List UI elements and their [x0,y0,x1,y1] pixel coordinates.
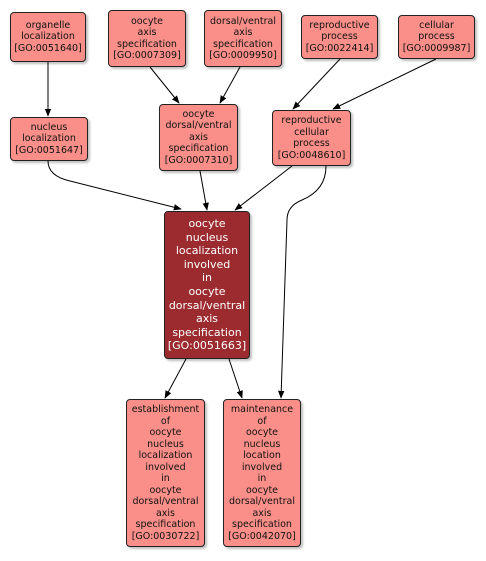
node-label-line: oocyte [149,484,182,496]
node-label-line: [GO:0051647] [15,144,83,156]
node-label-line: process [418,31,455,43]
node-label-line: axis [233,27,253,38]
node-label-line: nucleus [30,121,68,133]
node-label-line: axis [137,27,157,38]
edge-n4-n8 [292,58,341,110]
node-label-line: [GO:0007309] [113,50,181,61]
node-label-line: reproductive [281,115,342,126]
node-label-line: [GO:0042070] [228,530,296,542]
node-label-line: dorsal/ventral [229,496,295,507]
node-label-line: localization [175,244,239,258]
node-label-line: in [257,473,267,484]
node-label-line: [GO:0051640] [14,42,82,54]
node-label-line: dorsal/ventral [168,298,246,312]
node-label-line: axis [195,312,219,326]
node-label-line: [GO:0051663] [167,339,247,353]
node-label-line: [GO:0030722] [131,530,200,542]
edge-n9-n11 [228,358,243,399]
edge-n3-n7 [219,66,241,104]
node-label-line: involved [145,461,186,473]
node-label-line: oocyte [245,484,279,496]
node-label-line: oocyte [149,427,182,438]
node-label-line: specification [232,519,292,530]
node-label-line: dorsal/ventral [132,496,199,507]
node-label-line: specification [117,38,177,50]
node-label-line: process [293,138,330,149]
node-label-line: nucleus [185,230,229,244]
node-label-line: oocyte [245,427,279,438]
node-label-line: involved [241,461,283,473]
node-label-line: [GO:0022414] [305,42,374,54]
node-label-line: organelle [25,19,71,31]
node-label-line: specification [135,519,196,530]
edge-n7-n9 [199,170,209,211]
node-label-line: nucleus [243,438,281,450]
node-label-line: in [161,473,170,484]
edge-n8-n9 [234,165,293,211]
node-label-line: of [257,415,267,427]
node-label-line: [GO:0048610] [277,149,346,161]
node-label-line: in [201,271,213,285]
node-label-line: localization [138,450,193,461]
node-label-line: specification [172,325,242,339]
node-label-line: oocyte [188,285,226,298]
node-label-line: localization [21,31,75,43]
node-label-line: reproductive [309,19,370,31]
node-label-line: axis [252,507,272,519]
node-label-line: [GO:0009987] [402,42,471,54]
node-label-line: dorsal/ventral [165,120,232,132]
edge-n2-n7 [149,66,180,104]
node-label-line: cellular [294,126,329,138]
node-label-line: maintenance [230,404,294,415]
node-label-line: establishment [131,404,200,415]
node-label-line: nucleus [147,438,184,450]
node-label-line: location [243,450,281,461]
node-label-line: cellular [419,19,454,31]
node-label-line: [GO:0007310] [164,154,233,166]
edge-n5-n8 [332,58,437,110]
node-label-line: specification [168,143,229,155]
node-label-line: axis [155,507,176,519]
node-label-line: of [160,415,171,427]
edge-n6-n9 [47,160,182,211]
node-label-line: [GO:0009950] [209,50,277,61]
node-label-line: dorsal/ventral [210,15,276,27]
node-label-line: oocyte [130,15,164,27]
edge-n8-n11 [278,165,327,399]
node-label-line: oocyte [188,217,226,231]
node-label-line: oocyte [182,108,215,120]
node-label-line: involved [183,257,231,271]
node-label-line: axis [188,131,209,143]
node-label-line: process [321,31,358,43]
node-label-line: localization [22,133,76,145]
node-label-line: specification [213,38,273,50]
edge-n9-n10 [164,358,187,399]
